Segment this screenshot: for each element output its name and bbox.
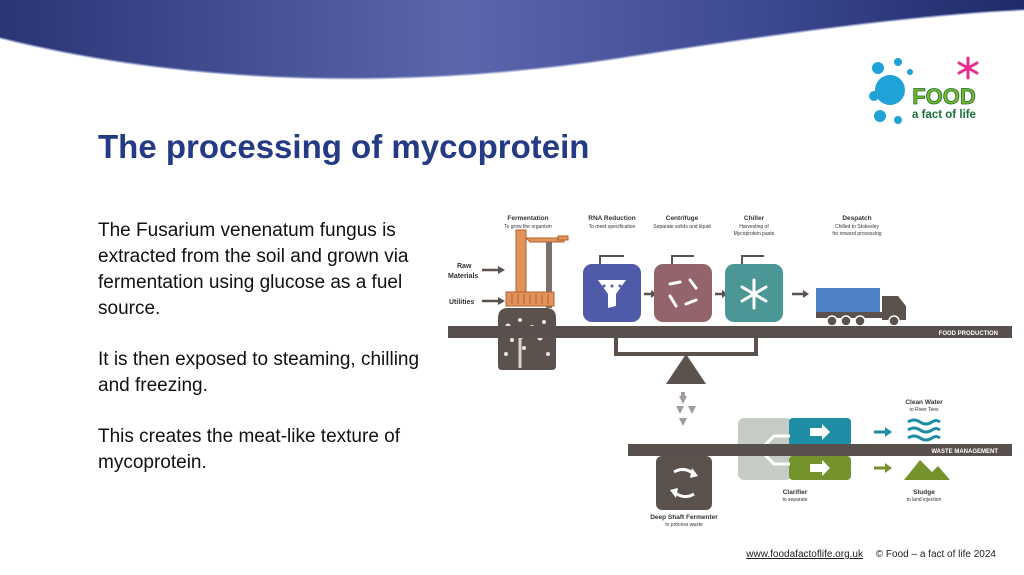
logo-word: FOOD bbox=[912, 84, 976, 109]
step-chiller-sub-2: Mycoprotein paste bbox=[734, 231, 775, 237]
step-fermentation-label: Fermentation bbox=[507, 215, 548, 222]
food-a-fact-of-life-logo: FOOD a fact of life bbox=[869, 56, 979, 124]
clean-water-label: Clean Water bbox=[905, 399, 943, 406]
sludge-label: Sludge bbox=[913, 489, 935, 496]
input-raw-label-1: Raw bbox=[457, 263, 472, 270]
header-swoosh bbox=[0, 0, 1024, 80]
input-arrows bbox=[482, 268, 498, 303]
rna-reduction-tank bbox=[583, 255, 641, 322]
arrow-to-clean-water bbox=[874, 427, 892, 437]
deep-shaft-fermenter: Deep Shaft Fermenter to process waste bbox=[650, 456, 718, 528]
scale-support bbox=[614, 338, 758, 384]
step-chiller-sub-1: Harvesting of bbox=[739, 224, 769, 230]
centrifuge-tank bbox=[654, 255, 712, 322]
food-production-rail: FOOD PRODUCTION bbox=[448, 326, 1012, 338]
truck-icon bbox=[816, 288, 906, 327]
step-despatch-sub-2: for onward processing bbox=[832, 231, 881, 237]
asterisk-icon bbox=[957, 56, 979, 80]
water-waves-icon bbox=[907, 418, 941, 442]
deep-shaft-sub: to process waste bbox=[665, 522, 703, 528]
down-arrows bbox=[676, 392, 696, 426]
step-rna-sub: To meet specification bbox=[589, 224, 636, 230]
step-centrifuge-sub: Separate solids and liquid bbox=[653, 224, 710, 230]
step-despatch-label: Despatch bbox=[842, 215, 871, 222]
input-utilities-label: Utilities bbox=[449, 299, 474, 306]
step-centrifuge-label: Centrifuge bbox=[666, 215, 699, 222]
sludge-sub: to land injection bbox=[907, 497, 942, 503]
step-despatch-sub-1: Chilled to Stokesley bbox=[835, 224, 879, 230]
step-rna-label: RNA Reduction bbox=[588, 215, 635, 222]
step-fermentation-sub: To grow the organism bbox=[504, 224, 552, 230]
deep-shaft-label: Deep Shaft Fermenter bbox=[650, 514, 718, 521]
slide-title: The processing of mycoprotein bbox=[98, 128, 590, 165]
chiller-tank bbox=[725, 255, 783, 322]
mycoprotein-process-diagram: Fermentation To grow the organism RNA Re… bbox=[448, 215, 1012, 528]
paragraph-2: It is then exposed to steaming, chilling… bbox=[98, 349, 420, 396]
clean-water-sub: to River Tees bbox=[909, 407, 939, 413]
food-production-label: FOOD PRODUCTION bbox=[939, 331, 998, 337]
step-chiller-label: Chiller bbox=[744, 215, 765, 222]
logo-tagline: a fact of life bbox=[912, 109, 976, 121]
clarifier-label: Clarifier bbox=[783, 489, 808, 496]
waste-management-rail: WASTE MANAGEMENT bbox=[628, 444, 1012, 456]
clarifier-sub: to separate bbox=[782, 497, 807, 503]
footer-link[interactable]: www.foodafactoflife.org.uk bbox=[746, 549, 863, 560]
fermenter-tower bbox=[498, 229, 569, 370]
paragraph-1: The Fusarium venenatum fungus is extract… bbox=[98, 220, 409, 319]
snowflake-icon bbox=[740, 278, 768, 310]
slide-body: The Fusarium venenatum fungus is extract… bbox=[98, 218, 428, 501]
input-raw-label-2: Materials bbox=[448, 273, 478, 280]
arrow-to-sludge bbox=[874, 463, 892, 473]
splash-icon bbox=[869, 58, 913, 124]
paragraph-3: This creates the meat-like texture of my… bbox=[98, 426, 401, 473]
footer-copyright: © Food – a fact of life 2024 bbox=[875, 549, 996, 560]
sludge-mounds-icon bbox=[904, 460, 950, 480]
footer: www.foodafactoflife.org.uk © Food – a fa… bbox=[746, 549, 996, 560]
waste-management-label: WASTE MANAGEMENT bbox=[931, 449, 998, 455]
arrow-chiller-despatch bbox=[792, 290, 809, 298]
